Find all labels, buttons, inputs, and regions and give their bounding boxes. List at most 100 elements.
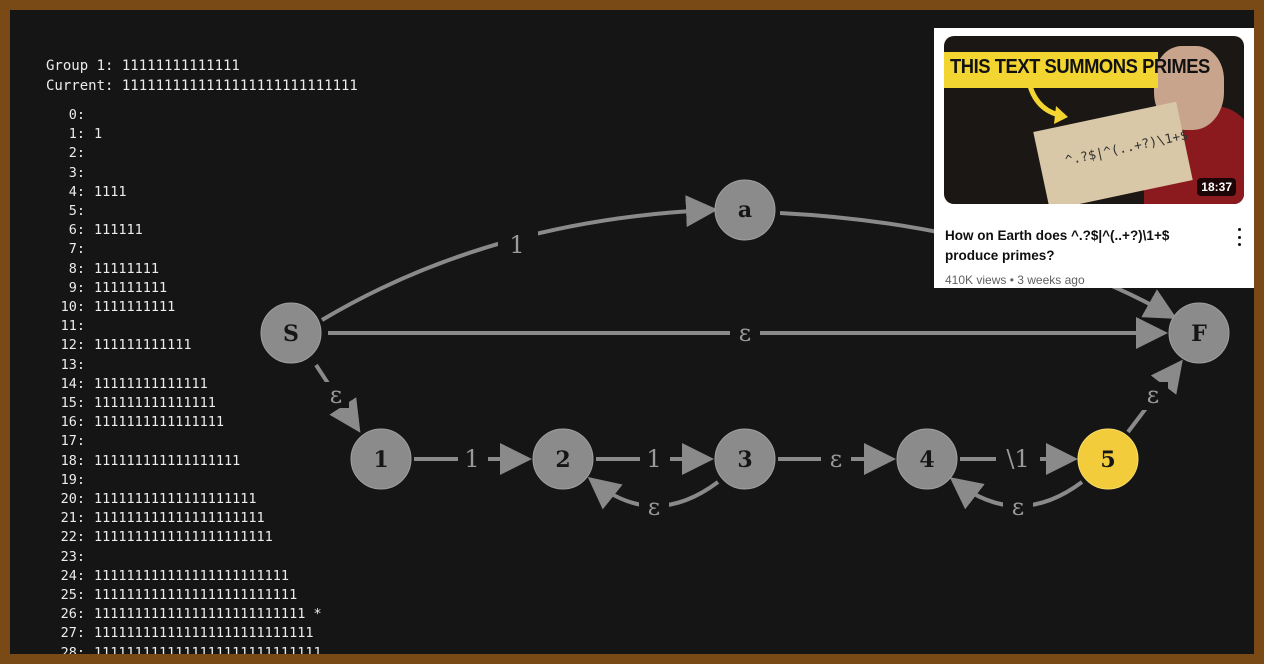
- row-label: 4:: [68, 183, 85, 200]
- edge-label-3-2-back: ε: [648, 493, 660, 521]
- row-label: 24:: [60, 567, 85, 584]
- row-ones: 1111111111111111111111111: [94, 587, 298, 604]
- console-row: 6: 111111: [46, 221, 322, 240]
- console-row: 26:11111111111111111111111111 *: [46, 605, 322, 624]
- row-label: 28:: [60, 644, 85, 654]
- thumbnail-text: THIS TEXT SUMMONS PRIMES: [950, 56, 1210, 78]
- row-label: 22:: [60, 529, 85, 546]
- row-ones: 11111111111111111111111111 *: [94, 606, 322, 623]
- node-f: F: [1168, 302, 1230, 364]
- video-meta: 410K views • 3 weeks ago: [945, 273, 1085, 287]
- row-ones: 1111: [94, 183, 127, 200]
- console-row: 8: 11111111: [46, 260, 322, 279]
- node-3: 3: [714, 428, 776, 490]
- row-label: 10:: [60, 299, 85, 316]
- row-label: 14:: [60, 375, 85, 392]
- row-ones: 111111111111: [94, 337, 192, 354]
- row-ones: 11111111: [94, 260, 160, 277]
- console-row: 18:111111111111111111: [46, 452, 322, 471]
- row-ones: 1111111111: [94, 299, 176, 316]
- console-row: 4: 1111: [46, 183, 322, 202]
- console-row: 11:: [46, 317, 322, 336]
- console-row: 2:: [46, 144, 322, 163]
- row-label: 21:: [60, 510, 85, 527]
- console-row: 16:1111111111111111: [46, 413, 322, 432]
- node-4: 4: [896, 428, 958, 490]
- console-row: 20:11111111111111111111: [46, 490, 322, 509]
- edge-label-s-f: ε: [739, 319, 751, 347]
- video-frame: Group 1: 11111111111111 Current: 1111111…: [10, 10, 1254, 654]
- row-label: 7:: [68, 241, 85, 258]
- node-5-active: 5: [1077, 428, 1139, 490]
- row-label: 25:: [60, 587, 85, 604]
- row-ones: 111111111111111111111: [94, 510, 265, 527]
- row-ones: 111111: [94, 222, 143, 239]
- thumbnail-banner: [944, 52, 1158, 88]
- row-label: 12:: [60, 337, 85, 354]
- row-label: 15:: [60, 395, 85, 412]
- group-line: Group 1: 11111111111111: [46, 58, 240, 74]
- console-row: 14: 11111111111111: [46, 375, 322, 394]
- row-label: 9:: [68, 279, 85, 296]
- row-label: 2:: [68, 145, 85, 162]
- console-row: 27: 111111111111111111111111111: [46, 624, 322, 643]
- console-row: 24: 111111111111111111111111: [46, 567, 322, 586]
- console-output: Group 1: 11111111111111 Current: 1111111…: [10, 10, 1254, 654]
- video-suggestion-card[interactable]: ^.?$|^(..+?)\1+$ THIS TEXT SUMMONS PRIME…: [934, 28, 1254, 288]
- console-row: 15:111111111111111: [46, 394, 322, 413]
- console-row: 12: 111111111111: [46, 336, 322, 355]
- console-row: 19:: [46, 471, 322, 490]
- row-label: 23:: [60, 548, 85, 565]
- row-ones: 11111111111111111111: [94, 491, 257, 508]
- svg-text:5: 5: [1100, 447, 1115, 473]
- row-ones: 11111111111111: [94, 375, 208, 392]
- row-label: 13:: [60, 356, 85, 373]
- console-row: 5:: [46, 202, 322, 221]
- svg-text:F: F: [1191, 321, 1207, 347]
- row-label: 5:: [68, 203, 85, 220]
- edge-label-3-4: ε: [830, 445, 842, 473]
- kebab-menu-icon[interactable]: [1234, 228, 1244, 246]
- edge-label-5-4-back: ε: [1012, 493, 1024, 521]
- row-ones: 1111111111111111111111111111: [94, 644, 322, 654]
- video-thumbnail[interactable]: ^.?$|^(..+?)\1+$ THIS TEXT SUMMONS PRIME…: [944, 36, 1244, 204]
- edge-label-5-f: ε: [1147, 381, 1159, 409]
- edge-label-s-1: ε: [330, 381, 342, 409]
- thumbnail-arrow-icon: [1027, 85, 1068, 124]
- node-2: 2: [532, 428, 594, 490]
- row-label: 6:: [68, 222, 85, 239]
- edge-label-s-a: 1: [509, 231, 524, 259]
- svg-text:1: 1: [373, 447, 388, 473]
- node-a: a: [714, 179, 776, 241]
- row-label: 27:: [60, 625, 85, 642]
- edge-label-4-5: \1: [1006, 445, 1029, 473]
- edge-label-1-2: 1: [464, 445, 479, 473]
- console-row: 25: 1111111111111111111111111: [46, 586, 322, 605]
- row-label: 8:: [68, 260, 85, 277]
- row-label: 3:: [68, 164, 85, 181]
- console-row: 22:1111111111111111111111: [46, 528, 322, 547]
- row-label: 11:: [60, 318, 85, 335]
- row-ones: 111111111111111111111111: [94, 567, 290, 584]
- row-ones: 1: [94, 126, 103, 143]
- console-row: 21: 111111111111111111111: [46, 509, 322, 528]
- row-label: 18:: [60, 452, 85, 469]
- node-s: S: [260, 302, 322, 364]
- row-ones: 111111111111111111111111111: [94, 625, 314, 642]
- svg-text:S: S: [283, 321, 299, 347]
- current-line: Current: 1111111111111111111111111111: [46, 78, 358, 94]
- row-label: 16:: [60, 414, 85, 431]
- svg-text:a: a: [738, 197, 752, 223]
- svg-text:4: 4: [919, 447, 934, 473]
- row-label: 19:: [60, 471, 85, 488]
- console-row: 13:: [46, 356, 322, 375]
- console-row: 7:: [46, 240, 322, 259]
- console-row: 0:: [46, 106, 322, 125]
- svg-text:3: 3: [737, 447, 752, 473]
- node-1: 1: [350, 428, 412, 490]
- video-title[interactable]: How on Earth does ^.?$|^(..+?)\1+$ produ…: [945, 228, 1170, 263]
- console-row: 1:1: [46, 125, 322, 144]
- regex-automaton: 1 ε ε 1 1 ε \1 ε ε ε S a: [260, 179, 1230, 522]
- console-row: 9:111111111: [46, 279, 322, 298]
